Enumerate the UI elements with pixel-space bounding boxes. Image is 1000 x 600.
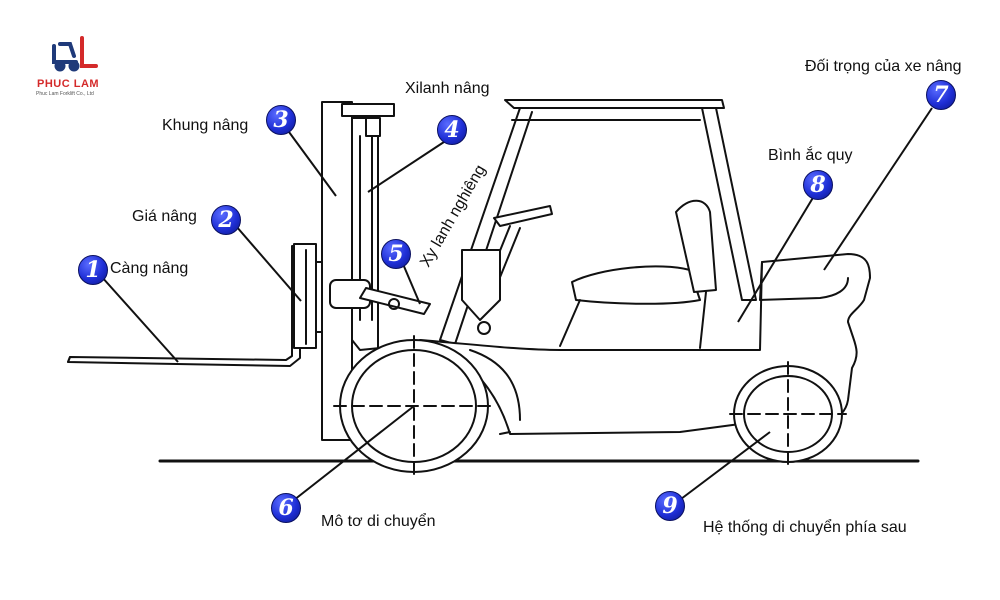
label-doi-trong: Đối trọng của xe nâng bbox=[805, 58, 962, 75]
leader-line-6 bbox=[293, 405, 415, 501]
label-khung-nang: Khung nâng bbox=[162, 117, 249, 134]
logo-subtitle: Phuc Lam Forklift Co., Ltd bbox=[36, 91, 94, 97]
label-mo-to-di-chuyen: Mô tơ di chuyển bbox=[321, 513, 436, 530]
badge-4: 4 bbox=[437, 115, 467, 145]
badge-3: 3 bbox=[266, 105, 296, 135]
label-binh-ac-quy: Bình ắc quy bbox=[768, 147, 853, 164]
leader-line-3 bbox=[288, 131, 337, 197]
badge-7: 7 bbox=[926, 80, 956, 110]
badge-6: 6 bbox=[271, 493, 301, 523]
leader-line-9 bbox=[676, 431, 771, 503]
steering-drawing bbox=[461, 205, 553, 335]
logo-name: PHUC LAM bbox=[37, 78, 100, 90]
label-xilanh-nang: Xilanh nâng bbox=[405, 80, 490, 97]
badge-5: 5 bbox=[381, 239, 411, 269]
label-cang-nang: Càng nâng bbox=[110, 260, 189, 277]
badge-1: 1 bbox=[78, 255, 108, 285]
leader-line-1 bbox=[100, 275, 179, 363]
label-he-thong-di-chuyen: Hệ thống di chuyển phía sau bbox=[703, 519, 907, 536]
badge-8: 8 bbox=[803, 170, 833, 200]
label-gia-nang: Giá nâng bbox=[132, 208, 197, 225]
leader-line-8 bbox=[737, 195, 815, 323]
leader-line-4 bbox=[367, 139, 448, 193]
leader-line-7 bbox=[823, 107, 933, 271]
overhead-guard-drawing bbox=[439, 99, 757, 345]
seat-drawing bbox=[559, 199, 717, 349]
badge-9: 9 bbox=[655, 491, 685, 521]
logo-forklift-icon bbox=[52, 36, 98, 72]
leader-line-5 bbox=[402, 263, 421, 305]
leader-line-2 bbox=[235, 225, 302, 302]
badge-2: 2 bbox=[211, 205, 241, 235]
tilt-cylinder-drawing bbox=[359, 287, 431, 315]
fork-drawing bbox=[67, 245, 301, 367]
